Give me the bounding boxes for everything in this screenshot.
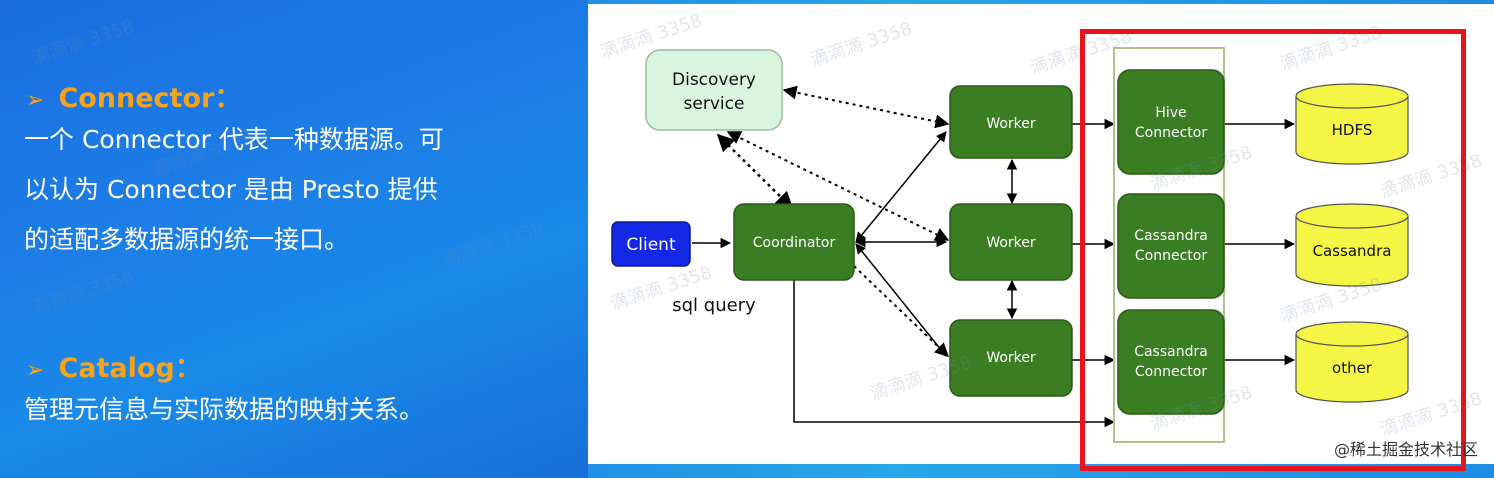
worker-label-1: Worker	[986, 116, 1036, 132]
discovery-label-line2: service	[684, 94, 745, 114]
coordinator-worker3-arrow	[855, 243, 947, 357]
sql-query-label: sql query	[672, 295, 756, 316]
hive-connector-node	[1117, 69, 1225, 175]
connector-highlight-box	[1080, 29, 1466, 471]
diagram-canvas: Discovery service Client Coordinator sql…	[611, 47, 1409, 443]
connector-line-1: 一个 Connector 代表一种数据源。可	[24, 125, 444, 154]
connector-line-3: 的适配多数据源的统一接口。	[24, 225, 350, 254]
connector-description: 一个 Connector 代表一种数据源。可 以认为 Connector 是由 …	[24, 115, 444, 265]
discovery-worker1-link	[782, 85, 950, 129]
connector-line-2: 以认为 Connector 是由 Presto 提供	[24, 175, 438, 204]
cassandra-store: Cassandra	[1295, 203, 1409, 287]
connector-heading: ➢ Connector：	[26, 76, 241, 115]
coordinator-worker1-arrow	[855, 131, 947, 243]
footer-watermark: @稀土掘金技术社区	[1333, 440, 1478, 459]
cassandra-connector-node-2	[1117, 309, 1225, 415]
catalog-heading: ➢ Catalog：	[26, 346, 202, 385]
cassandra-store-label: Cassandra	[1313, 242, 1392, 260]
worker-label-2: Worker	[986, 235, 1036, 251]
triangle-arrow-icon: ➢	[26, 88, 45, 113]
connector3-label-line2: Connector	[1135, 364, 1207, 380]
connector3-label-line1: Cassandra	[1134, 344, 1208, 360]
other-store-label: other	[1332, 359, 1373, 377]
triangle-arrow-icon: ➢	[26, 358, 45, 383]
coordinator-label: Coordinator	[753, 235, 836, 251]
left-text-panel: ➢ Connector： 一个 Connector 代表一种数据源。可 以认为 C…	[0, 0, 588, 478]
client-label: Client	[626, 235, 676, 255]
worker-node-2	[949, 203, 1073, 281]
coordinator-worker3-dotted-link	[853, 265, 950, 357]
architecture-diagram: Discovery service Client Coordinator sql…	[588, 4, 1494, 464]
connector1-label-line1: Hive	[1155, 105, 1186, 121]
discovery-label-line1: Discovery	[672, 70, 756, 90]
cassandra-connector-node-1	[1117, 193, 1225, 299]
hdfs-label: HDFS	[1332, 121, 1373, 139]
worker-node-3	[949, 319, 1073, 397]
catalog-description: 管理元信息与实际数据的映射关系。	[24, 385, 424, 435]
other-store: other	[1295, 321, 1409, 403]
catalog-line-1: 管理元信息与实际数据的映射关系。	[24, 395, 425, 424]
worker-node-1	[949, 85, 1073, 159]
catalog-title: Catalog：	[58, 353, 202, 384]
coordinator-node	[733, 203, 855, 281]
client-node	[611, 221, 691, 267]
worker-label-3: Worker	[986, 350, 1036, 366]
connector2-label-line1: Cassandra	[1134, 228, 1208, 244]
hdfs-store: HDFS	[1295, 83, 1409, 165]
connector1-label-line2: Connector	[1135, 125, 1207, 141]
discovery-service-node	[645, 49, 783, 131]
connector2-label-line2: Connector	[1135, 248, 1207, 264]
coordinator-connectors-metadata-arrow	[793, 280, 1116, 428]
connector-title: Connector：	[58, 83, 242, 114]
